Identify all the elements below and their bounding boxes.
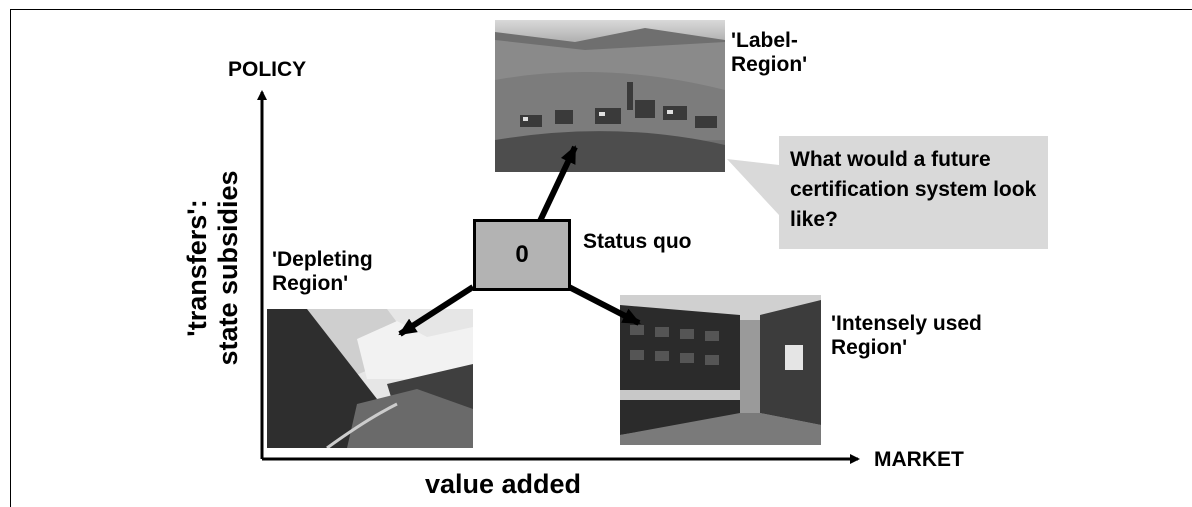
status-quo-box-value: 0 — [515, 241, 529, 268]
callout-text: What would a future certification system… — [790, 148, 1037, 231]
x-axis-right-label: MARKET — [874, 448, 964, 471]
status-quo-box: 0 — [473, 219, 571, 291]
label-region-line2: Region' — [731, 53, 808, 77]
resort-street-photo — [620, 295, 821, 445]
arrow-to-label-region — [537, 145, 578, 223]
depleting-region-line1: 'Depleting — [272, 248, 373, 271]
depleting-region-line2: Region' — [272, 272, 349, 296]
arrow-to-depleting-region — [398, 284, 475, 337]
label-region-label: 'Label- Region' — [731, 29, 807, 77]
arrow-to-intensely-used-region — [567, 284, 641, 326]
depleting-region-label: 'Depleting Region' — [272, 248, 373, 296]
y-axis-side-label-line1: 'transfers': — [182, 199, 212, 337]
status-quo-label: Status quo — [583, 230, 692, 253]
x-axis-bottom-label: value added — [425, 469, 582, 499]
intensely-used-region-line1: 'Intensely used — [831, 312, 982, 335]
callout-box — [779, 136, 1048, 249]
mountain-valley-photo — [267, 309, 473, 448]
alpine-village-photo — [495, 20, 725, 172]
intensely-used-region-label: 'Intensely used Region' — [831, 312, 982, 360]
frame-top-line — [10, 9, 1192, 10]
frame-left-line — [10, 9, 11, 507]
intensely-used-region-line2: Region' — [831, 336, 908, 360]
y-axis-side-label-line2: state subsidies — [213, 170, 243, 366]
label-region-line1: 'Label- — [731, 29, 798, 52]
y-axis-top-label: POLICY — [228, 58, 307, 81]
